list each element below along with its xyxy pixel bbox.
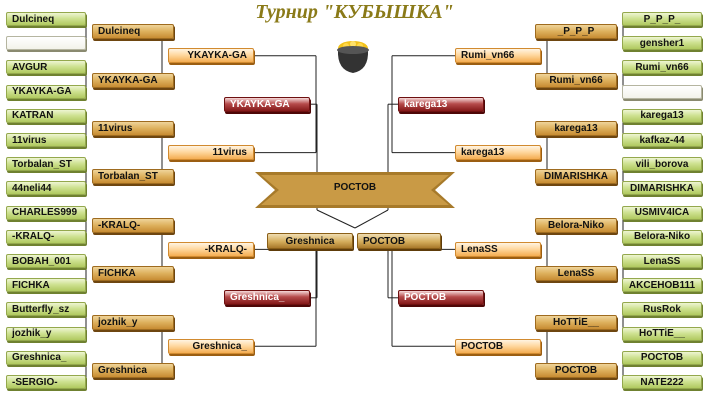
tournament-title: Турнир "КУБЫШКА" [255, 1, 454, 23]
player-left-r1: FICHKA [6, 278, 86, 293]
player-left-r1: Dulcineq [6, 12, 86, 26]
player-right-r2: LenaSS [535, 266, 617, 282]
finalist-left: Greshnica [267, 233, 353, 249]
player-left-r1: -SERGIO- [6, 375, 86, 389]
player-right-r1: RusRok [622, 302, 702, 317]
player-right-r2: РОСТОВ [535, 362, 617, 378]
player-left-r2: 11virus [92, 120, 174, 136]
player-right-r2: DIMARISHKA [535, 169, 617, 185]
player-right-r2: Belora-Niko [535, 217, 617, 233]
empty-slot [622, 84, 702, 99]
bracket-connector [316, 209, 356, 229]
player-right-r1: LenaSS [622, 254, 702, 268]
player-left-r1: Butterfly_sz [6, 302, 86, 317]
player-right-r3: karega13 [455, 145, 541, 161]
player-left-r1: 11virus [6, 133, 86, 147]
player-left-r2: Dulcineq [92, 24, 174, 40]
player-left-r2: Greshnica [92, 362, 174, 378]
player-left-r1: BOBAH_001 [6, 254, 86, 268]
player-right-r1: HoTTiE__ [622, 326, 702, 341]
player-left-r1: Torbalan_ST [6, 157, 86, 172]
player-right-r1: karega13 [622, 108, 702, 123]
player-left-r1: CHARLES999 [6, 205, 86, 220]
player-left-r1: 44neli44 [6, 181, 86, 196]
player-right-r3: РОСТОВ [455, 338, 541, 354]
player-right-r1: AKCEHOB111 [622, 278, 702, 293]
player-left-r2: -KRALQ- [92, 217, 174, 233]
player-right-r1: USMIV4ICA [622, 205, 702, 220]
player-left-r2: Torbalan_ST [92, 169, 174, 185]
player-right-r3: Rumi_vn66 [455, 48, 541, 64]
player-right-r1: gensher1 [622, 36, 702, 51]
player-right-r1: P_P_P_ [622, 12, 702, 26]
pot-of-gold-icon [337, 41, 369, 73]
final-winner: РОСТОВ [333, 182, 377, 193]
player-right-r1: DIMARISHKA [622, 181, 702, 196]
player-left-r3: Greshnica_ [168, 338, 254, 354]
player-left-r2: YKAYKA-GA [92, 72, 174, 88]
player-left-r1: AVGUR [6, 60, 86, 75]
player-right-r4: karega13 [398, 96, 484, 112]
player-left-r3: 11virus [168, 145, 254, 161]
player-right-r2: karega13 [535, 120, 617, 136]
player-left-r4: Greshnica_ [224, 290, 310, 306]
player-right-r1: Rumi_vn66 [622, 60, 702, 75]
empty-slot [6, 36, 86, 51]
player-right-r1: vili_borova [622, 157, 702, 172]
player-right-r4: РОСТОВ [398, 290, 484, 306]
bracket-connector [354, 209, 389, 229]
final-banner [255, 172, 455, 208]
player-left-r1: KATRAN [6, 108, 86, 123]
player-right-r2: _P_P_P [535, 24, 617, 40]
player-right-r2: Rumi_vn66 [535, 72, 617, 88]
finalist-right: РОСТОВ [357, 233, 441, 249]
player-left-r2: jozhik_y [92, 314, 174, 330]
player-left-r3: YKAYKA-GA [168, 48, 254, 64]
player-left-r4: YKAYKA-GA [224, 96, 310, 112]
player-right-r1: Belora-Niko [622, 229, 702, 244]
player-right-r3: LenaSS [455, 241, 541, 257]
player-left-r2: FICHKA [92, 266, 174, 282]
player-left-r1: YKAYKA-GA [6, 84, 86, 99]
player-left-r3: -KRALQ- [168, 241, 254, 257]
player-left-r1: jozhik_y [6, 326, 86, 341]
player-right-r1: kafkaz-44 [622, 133, 702, 147]
player-left-r1: Greshnica_ [6, 350, 86, 365]
player-left-r1: -KRALQ- [6, 229, 86, 244]
player-right-r1: NATE222 [622, 375, 702, 389]
player-right-r2: HoTTiE__ [535, 314, 617, 330]
player-right-r1: РОСТОВ [622, 350, 702, 365]
